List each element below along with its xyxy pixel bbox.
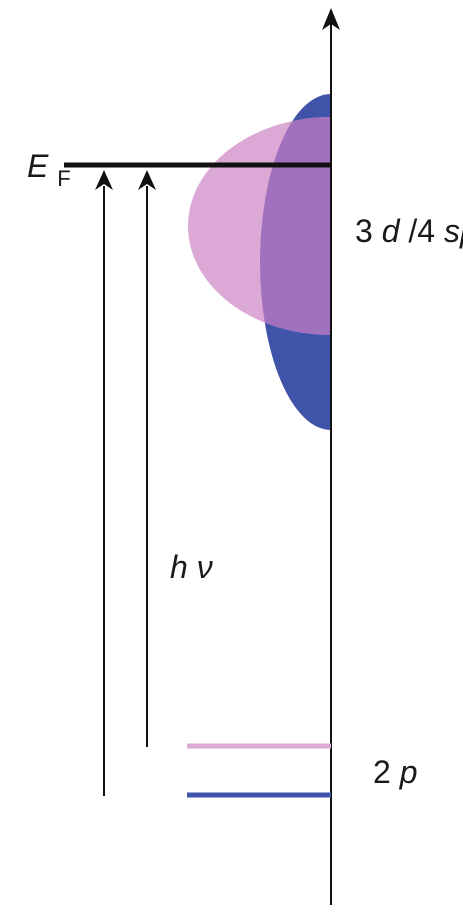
photon-energy-label: h ν [170, 549, 213, 585]
core-level-label: 2 p [373, 754, 417, 790]
photon-nu: ν [197, 549, 213, 585]
density-of-states [188, 94, 331, 430]
dos-overlap-region [260, 117, 331, 335]
photon-h: h [170, 549, 188, 585]
fermi-subscript: F [57, 166, 70, 191]
core-level-prefix: 2 [373, 754, 391, 790]
energy-axis-arrowhead [322, 8, 340, 30]
core-level-p: p [399, 754, 418, 790]
excitation-arrow-left-head [95, 170, 113, 190]
valence-band-d: d [382, 213, 401, 249]
excitation-arrow-right-head [138, 170, 156, 190]
valence-band-sp: sp [444, 213, 463, 249]
valence-band-sep: /4 [408, 213, 435, 249]
valence-band-label: 3 d /4 sp [355, 213, 463, 249]
valence-band-prefix: 3 [355, 213, 373, 249]
fermi-level-label: E F [27, 148, 71, 191]
fermi-symbol: E [27, 148, 49, 184]
photon-excitation-arrows [95, 170, 156, 796]
